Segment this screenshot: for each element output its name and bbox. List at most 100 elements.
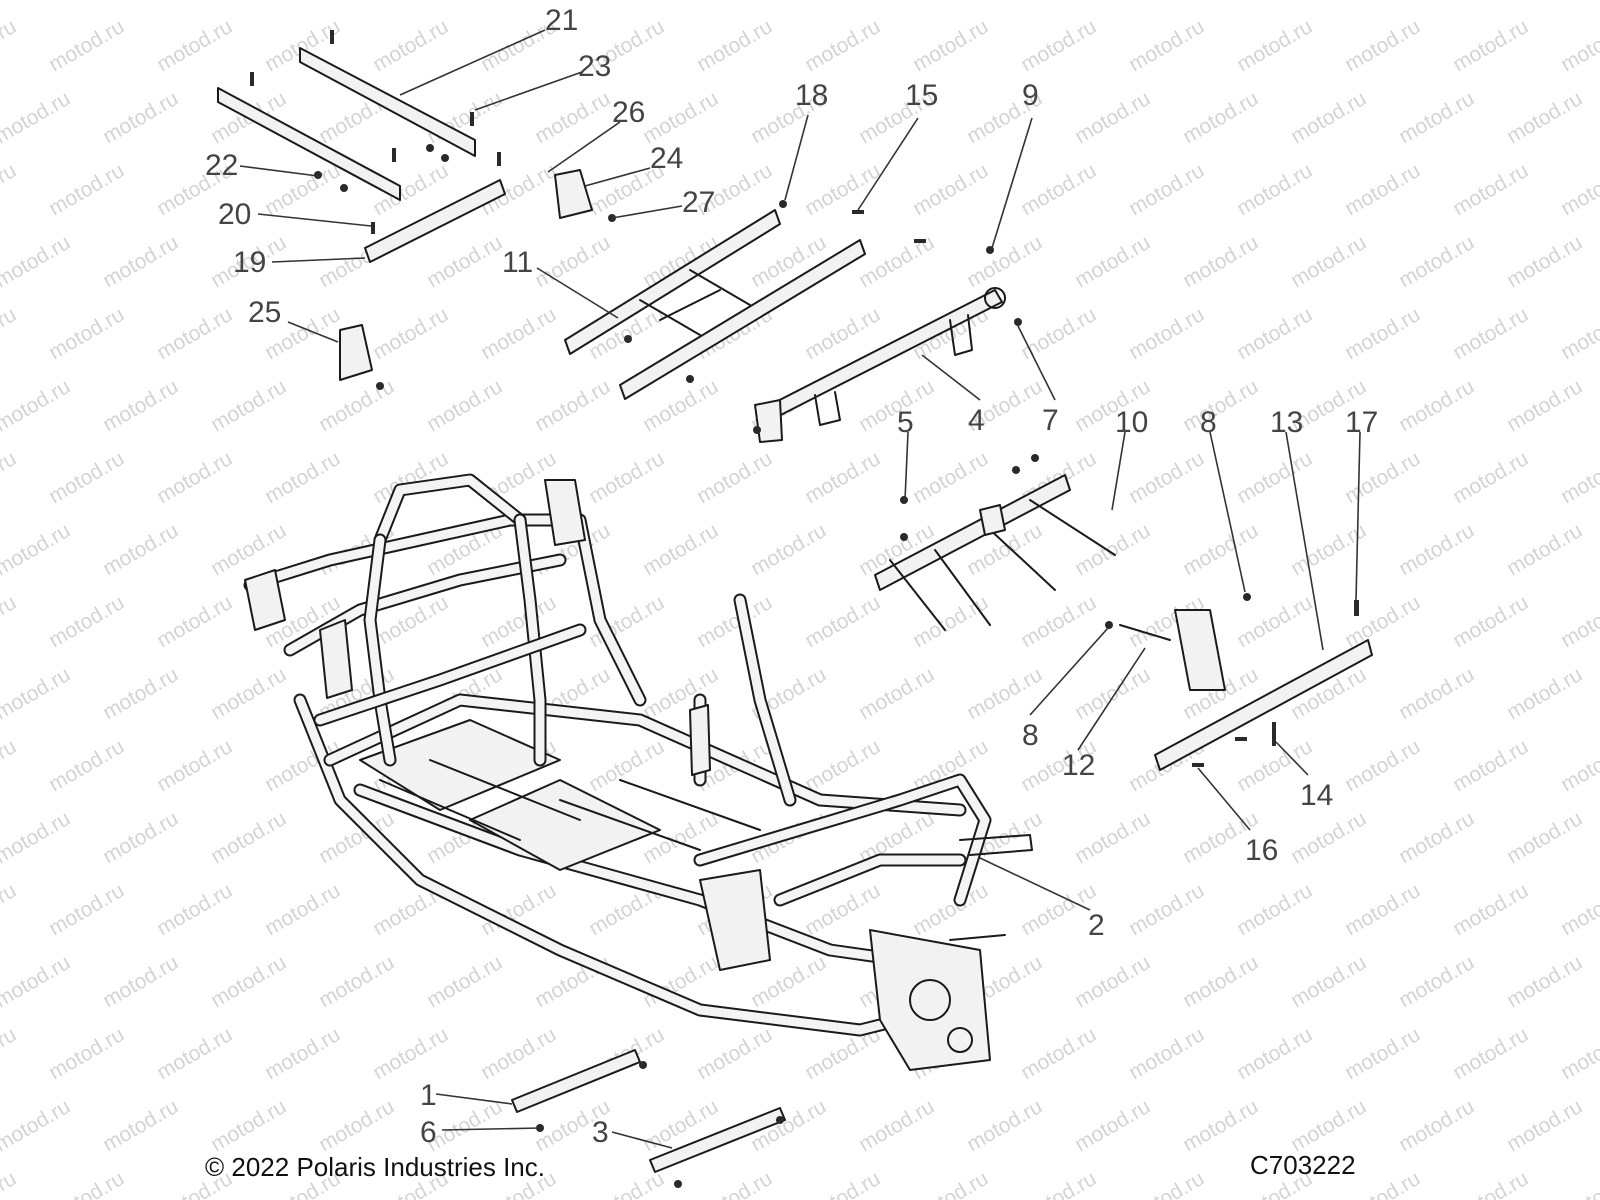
watermark-text: motod.ru [1233,159,1316,220]
watermark-text: motod.ru [963,231,1046,292]
watermark-text: motod.ru [1341,303,1424,364]
watermark-text: motod.ru [747,519,830,580]
callout-5: 5 [897,406,914,439]
watermark-text: motod.ru [153,303,236,364]
seat-frame-11 [564,209,866,400]
watermark-text: motod.ru [1071,663,1154,724]
watermark-text: motod.ru [0,879,20,940]
watermark-text: motod.ru [423,231,506,292]
watermark-text: motod.ru [153,879,236,940]
watermark-text: motod.ru [1341,735,1424,796]
watermark-text: motod.ru [1557,1167,1600,1200]
watermark-text: motod.ru [1071,807,1154,868]
watermark-text: motod.ru [531,375,614,436]
watermark-text: motod.ru [423,375,506,436]
watermark-text: motod.ru [1341,879,1424,940]
watermark-text: motod.ru [801,735,884,796]
callout-27: 27 [682,186,715,219]
watermark-text: motod.ru [1395,231,1478,292]
watermark-text: motod.ru [45,159,128,220]
watermark-text: motod.ru [1503,663,1586,724]
callout-4: 4 [968,404,985,437]
watermark-text: motod.ru [1503,231,1586,292]
watermark-text: motod.ru [1557,159,1600,220]
watermark-text: motod.ru [1287,87,1370,148]
watermark-text: motod.ru [0,951,74,1012]
watermark-text: motod.ru [1125,159,1208,220]
watermark-text: motod.ru [0,663,74,724]
callout-16: 16 [1245,834,1278,867]
bracket-25 [339,324,373,381]
figure-id: C703222 [1250,1150,1356,1180]
watermark-text: motod.ru [45,1023,128,1084]
watermark-text: motod.ru [45,591,128,652]
watermark-text: motod.ru [153,735,236,796]
watermark-text: motod.ru [1287,807,1370,868]
watermark-text: motod.ru [531,231,614,292]
crossbar-19 [364,179,506,263]
watermark-text: motod.ru [1071,519,1154,580]
watermark-text: motod.ru [153,15,236,76]
watermark-text: motod.ru [315,1095,398,1156]
callout-9: 9 [1022,79,1039,112]
watermark-text: motod.ru [99,807,182,868]
watermark-text: motod.ru [1395,663,1478,724]
watermark-text: motod.ru [0,375,74,436]
watermark-text: motod.ru [99,1095,182,1156]
watermark-text: motod.ru [1503,1095,1586,1156]
watermark-text: motod.ru [1125,1023,1208,1084]
bracket-12 [1119,609,1226,691]
watermark-text: motod.ru [693,15,776,76]
watermark-text: motod.ru [1395,375,1478,436]
watermark-text: motod.ru [153,591,236,652]
callout-10: 10 [1115,406,1148,439]
watermark-text: motod.ru [1287,1095,1370,1156]
watermark-text: motod.ru [1341,447,1424,508]
watermark-text: motod.ru [1449,591,1532,652]
watermark-text: motod.ru [1557,447,1600,508]
watermark-text: motod.ru [1287,231,1370,292]
crossbar-4 [754,287,1006,443]
watermark-text: motod.ru [1233,447,1316,508]
watermark-text: motod.ru [1449,15,1532,76]
watermark-text: motod.ru [1449,447,1532,508]
watermark-text: motod.ru [747,0,830,4]
watermark-text: motod.ru [1017,1167,1100,1200]
watermark-text: motod.ru [0,1023,20,1084]
watermark-text: motod.ru [0,591,20,652]
watermark-text: motod.ru [1503,0,1586,4]
watermark-text: motod.ru [45,447,128,508]
watermark-text: motod.ru [369,303,452,364]
watermark-text: motod.ru [1557,591,1600,652]
watermark-text: motod.ru [855,663,938,724]
watermark-text: motod.ru [477,303,560,364]
callout-6: 6 [420,1116,437,1149]
watermark-text: motod.ru [909,1167,992,1200]
plate-1 [511,1049,641,1113]
watermark-text: motod.ru [1125,1167,1208,1200]
watermark-text: motod.ru [1233,1023,1316,1084]
watermark-text: motod.ru [1503,87,1586,148]
watermark-text: motod.ru [477,1023,560,1084]
watermark-text: motod.ru [99,87,182,148]
watermark-text: motod.ru [1017,1023,1100,1084]
callout-13: 13 [1270,406,1303,439]
watermark-text: motod.ru [369,15,452,76]
watermark-text: motod.ru [855,1095,938,1156]
watermark-text: motod.ru [1395,1095,1478,1156]
watermark-text: motod.ru [207,0,290,4]
callout-17: 17 [1345,406,1378,439]
watermark-text: motod.ru [1017,159,1100,220]
watermark-text: motod.ru [1341,159,1424,220]
watermark-text: motod.ru [909,159,992,220]
watermark-text: motod.ru [801,591,884,652]
watermark-text: motod.ru [1449,303,1532,364]
watermark-text: motod.ru [207,951,290,1012]
watermark-text: motod.ru [1233,15,1316,76]
watermark-text: motod.ru [1503,519,1586,580]
callout-8-upper: 8 [1200,406,1217,439]
watermark-text: motod.ru [1071,1095,1154,1156]
watermark-text: motod.ru [1125,879,1208,940]
watermark-text: motod.ru [963,663,1046,724]
watermark-text: motod.ru [45,879,128,940]
